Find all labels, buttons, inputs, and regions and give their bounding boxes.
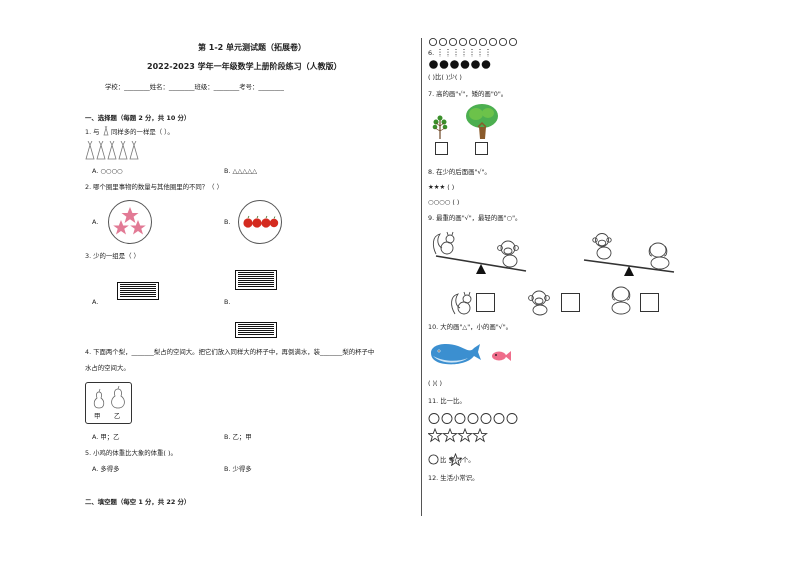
dotted-marks-row-icon [439, 49, 489, 57]
q2-option-a[interactable]: A. [92, 218, 99, 226]
q9-box-dog[interactable] [640, 293, 659, 312]
q10-answer-line[interactable]: ( )( ) [428, 379, 443, 387]
q4-option-b[interactable]: B. 乙；甲 [224, 433, 252, 441]
q1-option-b[interactable]: B. △△△△△ [224, 167, 258, 175]
circle-with-stars-icon [108, 200, 152, 244]
question-10: 10. 大的画"△"，小的画"√"。 [428, 323, 513, 331]
section-2-heading: 二、填空题（每空 1 分，共 22 分） [85, 498, 191, 506]
question-2: 2. 哪个圈里事物的数量与其他圈里的不同？（ ） [85, 183, 223, 191]
carrots-group-icon [85, 141, 139, 160]
column-divider [421, 38, 422, 516]
q2-option-b[interactable]: B. [224, 218, 231, 226]
pears-frame: 甲 乙 [85, 382, 132, 424]
whale-icon [431, 344, 481, 365]
page-title: 第 1-2 单元测试题（拓展卷） [198, 43, 307, 52]
q4-option-a[interactable]: A. 甲；乙 [92, 433, 120, 441]
small-fish-icon [492, 351, 511, 361]
question-9: 9. 最重的画"√"，最轻的画"○"。 [428, 214, 522, 222]
q8-row-circles[interactable]: ○○○○ ( ) [428, 198, 460, 206]
hollow-circles-row-icon [428, 37, 518, 47]
circle-with-apples-icon [238, 200, 282, 244]
filled-circles-row-icon [429, 60, 491, 69]
squirrel-icon [451, 291, 472, 315]
carrot-small-icon [103, 126, 109, 136]
q3-option-b[interactable]: B. [224, 298, 231, 306]
q7-answer-box-big-tree[interactable] [475, 142, 488, 155]
q8-row-stars[interactable]: ★★★ ( ) [428, 183, 455, 191]
question-12: 12. 生活小常识。 [428, 474, 479, 482]
question-1: 1. 与 [85, 128, 100, 136]
student-info-line: 学校：________姓名：________班级：________考号：____… [105, 83, 284, 91]
q7-answer-box-small-tree[interactable] [435, 142, 448, 155]
small-tree-icon [432, 115, 448, 139]
dog-icon [611, 286, 631, 315]
q11-compare-circle-icon [428, 454, 439, 465]
seesaw-left-icon [432, 231, 527, 274]
q3-option-a[interactable]: A. [92, 298, 99, 306]
pears-icon [93, 386, 125, 409]
question-3: 3. 少的一组是（ ） [85, 252, 140, 260]
question-5: 5. 小鸡的体重比大象的体重( )。 [85, 449, 177, 457]
question-11: 11. 比一比。 [428, 397, 466, 405]
q11-stars-row-icon [428, 428, 488, 443]
q5-option-b[interactable]: B. 少得多 [224, 465, 252, 473]
seesaw-right-icon [583, 233, 675, 276]
question-4-line-2: 水占的空间大。 [85, 364, 130, 372]
question-6-label: 6. [428, 49, 435, 57]
q9-box-monkey[interactable] [561, 293, 580, 312]
page-subtitle: 2022-2023 学年一年级数学上册阶段练习（人教版） [147, 62, 342, 71]
lines-group-b-top [235, 270, 277, 290]
q11-circles-row-icon [428, 413, 518, 424]
section-1-heading: 一、选择题（每题 2 分，共 10 分） [85, 114, 191, 122]
q11-compare-star-icon [449, 453, 462, 466]
lines-group-a [117, 282, 159, 300]
big-tree-icon [466, 104, 498, 139]
question-1-tail: 同样多的一样是（ ）。 [111, 128, 174, 136]
pear-label-jia: 甲 [94, 412, 101, 420]
monkey-icon [528, 290, 550, 316]
pear-label-yi: 乙 [114, 412, 121, 420]
question-7: 7. 高的画"√"，矮的画"0"。 [428, 90, 508, 98]
q9-box-squirrel[interactable] [476, 293, 495, 312]
q5-option-a[interactable]: A. 多得多 [92, 465, 120, 473]
lines-group-b-bottom [235, 322, 277, 338]
q1-option-a[interactable]: A. ○○○○ [92, 167, 123, 175]
q11-answer-sentence[interactable]: 比 多( )个。 [440, 456, 475, 464]
question-4-line-1: 4. 下面两个梨，_______梨占的空间大。把它们放入同样大的杯子中，再倒满水… [85, 348, 375, 356]
question-8: 8. 在少的后面画"√"。 [428, 168, 491, 176]
q6-answer-line[interactable]: ( )比( )少( ) [428, 73, 462, 81]
